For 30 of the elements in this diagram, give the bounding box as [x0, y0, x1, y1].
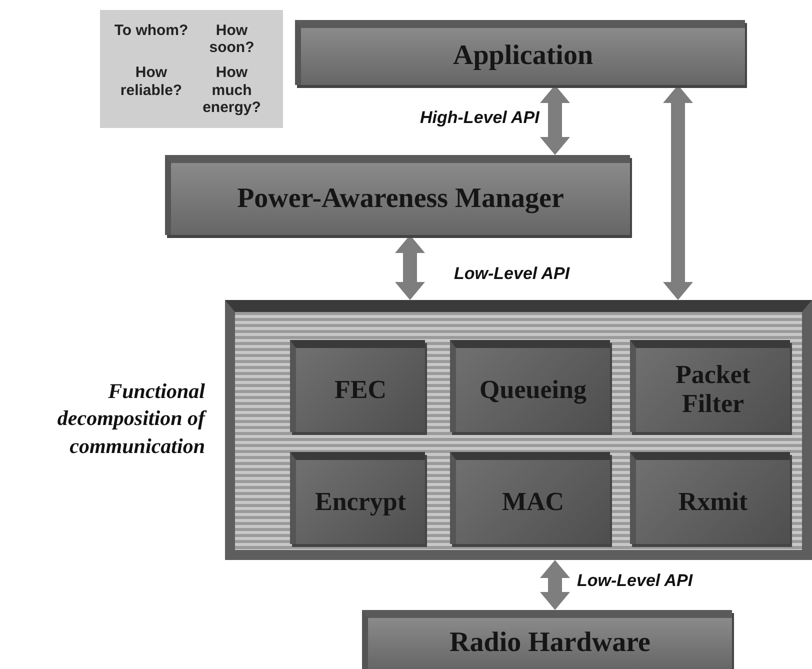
layer-block — [362, 610, 732, 669]
block-label: Queueing — [478, 376, 588, 404]
double-arrow — [540, 85, 570, 155]
question-text: To whom? — [114, 22, 188, 41]
double-arrow — [663, 85, 693, 300]
question-text: How much energy? — [202, 64, 262, 116]
function-block — [450, 452, 610, 544]
layer-block — [295, 20, 745, 85]
block-label: Application — [452, 41, 594, 72]
function-block — [450, 340, 610, 432]
function-block — [630, 340, 790, 432]
function-block — [290, 340, 425, 432]
question-panel — [100, 10, 283, 128]
block-label: Radio Hardware — [448, 628, 652, 659]
block-label: Packet Filter — [674, 361, 752, 419]
function-block — [290, 452, 425, 544]
module-frame — [225, 300, 812, 560]
block-label: Power-Awareness Manager — [236, 184, 565, 214]
block-label: FEC — [334, 376, 388, 404]
side-caption: Functional decomposition of communication — [56, 378, 205, 460]
layer-block — [165, 155, 630, 235]
double-arrow — [395, 235, 425, 300]
question-text: How reliable? — [119, 64, 184, 101]
block-label: Encrypt — [314, 488, 407, 516]
block-label: MAC — [500, 488, 566, 516]
double-arrow — [540, 560, 570, 610]
function-block — [630, 452, 790, 544]
block-label: Rxmit — [677, 488, 749, 516]
edge-label: High-Level API — [418, 108, 542, 128]
question-text: How soon? — [208, 22, 256, 56]
